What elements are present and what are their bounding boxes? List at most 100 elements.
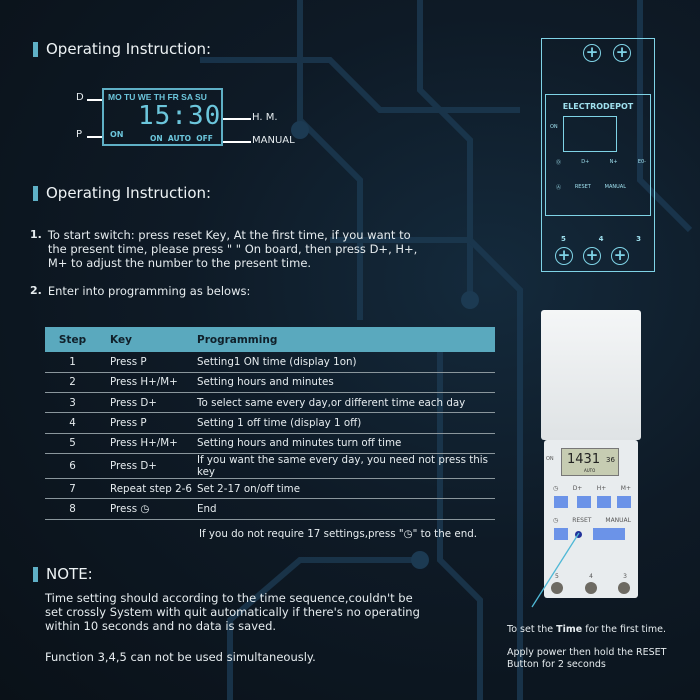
cell-step: 7	[45, 478, 100, 500]
label-d: D	[76, 92, 84, 103]
terminal-screw-icon: +	[555, 247, 573, 265]
cell-key: Repeat step 2-6	[100, 478, 197, 500]
lcd-days: MO TU WE TH FR SA SU	[108, 92, 207, 102]
btn-label: Ⓐ	[556, 185, 562, 191]
d-plus-button	[577, 496, 591, 508]
cell-key: Press P	[100, 412, 197, 434]
header-programming: Programming	[197, 327, 495, 352]
cell-step: 2	[45, 372, 100, 394]
clock-button	[554, 528, 568, 540]
cell-key: Press P	[100, 352, 197, 373]
btn-label: H+	[596, 485, 607, 492]
heading-text: Operating Instruction:	[46, 40, 212, 58]
terminal-label: 5	[555, 573, 559, 580]
note-paragraph-1: Time setting should according to the tim…	[45, 591, 420, 633]
caption-text: for the first time.	[582, 624, 667, 635]
btn-label: ◷	[553, 485, 559, 492]
terminal-label: 3	[636, 235, 641, 243]
cell-step: 4	[45, 412, 100, 434]
btn-label: RESET	[572, 517, 592, 524]
terminal-screw-icon	[585, 582, 597, 594]
btn-label: ◷	[553, 517, 559, 524]
lcd-time: 15:30	[138, 101, 222, 131]
table-footnote: If you do not require 17 settings,press …	[199, 528, 478, 540]
terminal-screw-icon	[618, 582, 630, 594]
label-hm: H. M.	[252, 112, 278, 123]
btn-label: MANUAL	[605, 517, 631, 524]
label-manual: MANUAL	[252, 135, 295, 146]
manual-button	[593, 528, 625, 540]
h-plus-button	[597, 496, 611, 508]
step-number: 2.	[30, 284, 42, 297]
lcd-modes: ON AUTO OFF	[150, 134, 213, 143]
on-label: ON	[546, 456, 554, 462]
step-text: To start switch: press reset Key, At the…	[47, 228, 418, 270]
heading-operating-instruction-1: Operating Instruction:	[33, 40, 211, 58]
terminal-screw-icon: +	[613, 44, 631, 62]
caption-line-1: To set the Time for the first time.	[507, 624, 666, 636]
heading-operating-instruction-2: Operating Instruction:	[33, 184, 211, 202]
label-p: P	[76, 129, 83, 140]
btn-label: Ⓓ	[556, 160, 562, 166]
header-step: Step	[45, 327, 100, 352]
caption-bold: Time	[556, 624, 583, 635]
terminal-screw-icon: +	[611, 247, 629, 265]
brand-label: ELECTRODEPOT	[562, 102, 634, 111]
lcd-program: ON	[110, 130, 124, 139]
caption-line-2: Apply power then hold the RESET Button f…	[507, 647, 667, 670]
m-plus-button	[617, 496, 631, 508]
step-1: 1. To start switch: press reset Key, At t…	[30, 228, 430, 270]
cell-programming: If you want the same every day, you need…	[197, 453, 495, 479]
cell-key: Press H+/M+	[100, 372, 197, 394]
terminal-label: 5	[561, 235, 566, 243]
heading-text: NOTE:	[46, 565, 93, 583]
btn-label: M+	[620, 485, 631, 492]
terminal-label: 4	[598, 235, 604, 243]
terminal-screw-icon: +	[583, 44, 601, 62]
btn-label: D+	[581, 159, 590, 165]
cell-step: 1	[45, 352, 100, 373]
heading-text: Operating Instruction:	[46, 184, 212, 202]
cell-step: 8	[45, 498, 100, 520]
btn-label: RESET	[574, 184, 591, 190]
cell-programming: Setting hours and minutes	[197, 372, 495, 394]
header-key: Key	[100, 327, 197, 352]
lcd-time: 1431	[567, 452, 601, 467]
terminal-label: 3	[623, 573, 627, 580]
cell-key: Press H+/M+	[100, 433, 197, 454]
lcd-seconds: 36	[606, 456, 615, 464]
note-paragraph-2: Function 3,4,5 can not be used simultane…	[45, 650, 316, 664]
terminal-screw-icon: +	[583, 247, 601, 265]
cell-programming: Setting1 ON time (display 1on)	[197, 352, 495, 373]
terminal-screw-icon	[551, 582, 563, 594]
cell-key: Press D+	[100, 453, 197, 479]
btn-label: MANUAL	[604, 184, 626, 190]
caption-text: To set the	[507, 624, 557, 635]
terminal-label: 4	[589, 573, 593, 580]
cell-step: 5	[45, 433, 100, 454]
cell-step: 6	[45, 453, 100, 479]
on-label: ON	[550, 124, 558, 130]
btn-label: D+	[572, 485, 583, 492]
step-number: 1.	[30, 228, 42, 241]
btn-label: N+	[609, 159, 618, 165]
cell-step: 3	[45, 392, 100, 414]
cell-programming: Setting hours and minutes turn off time	[197, 433, 495, 454]
cell-programming: Setting 1 off time (display 1 off)	[197, 412, 495, 434]
cell-key: Press ◷	[100, 498, 197, 520]
cell-programming: To select same every day,or different ti…	[197, 392, 495, 414]
cell-programming: Set 2-17 on/off time	[197, 478, 495, 500]
